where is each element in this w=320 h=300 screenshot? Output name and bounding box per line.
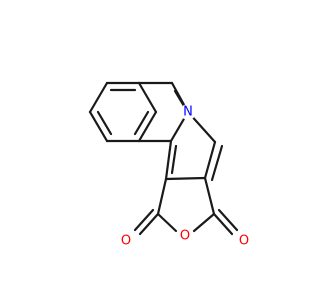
atom-ring-oxygen: O <box>176 227 194 245</box>
bond-anh-3 <box>192 212 216 233</box>
double-bond-benzo-lower-left <box>96 110 113 136</box>
carbonyl-oxygen-left-label: O <box>121 234 131 249</box>
double-bond-pyr <box>173 89 186 108</box>
carbonyl-bond-right-2 <box>217 208 239 232</box>
benzo-ring <box>88 81 158 143</box>
bond-benzo-5 <box>88 110 109 143</box>
bond-anh-2 <box>156 212 178 233</box>
pyridine-ring <box>137 81 190 143</box>
bond-benzo-3 <box>137 110 158 143</box>
ring-oxygen-label: O <box>180 229 190 244</box>
bond-benzo-6 <box>88 81 109 114</box>
anhydride-ring <box>133 176 239 236</box>
pyrrole-ring <box>164 110 224 182</box>
bond-benzo-2 <box>137 81 158 114</box>
carbonyl-bond-left-2 <box>133 208 155 232</box>
atom-carbonyl-oxygen-left: O <box>117 232 135 250</box>
bond-anh-4 <box>203 176 216 216</box>
atom-nitrogen: N <box>180 104 196 120</box>
carbonyl-bond-right-1 <box>212 212 234 236</box>
carbonyl-oxygen-right-label: O <box>239 234 249 249</box>
bond-pyrrole-2 <box>203 140 217 180</box>
molecule-structure: N O O O <box>88 81 253 250</box>
bond-anh-1 <box>156 177 168 216</box>
bond-pyrrole-3 <box>164 176 207 181</box>
atom-carbonyl-oxygen-right: O <box>235 232 253 250</box>
nitrogen-label: N <box>183 105 193 120</box>
double-bond-benzo-right <box>133 110 150 136</box>
bond-pyrrole-4 <box>164 139 173 181</box>
double-bond-pyrrole-left <box>170 144 178 175</box>
carbonyl-bond-left-1 <box>138 212 160 236</box>
double-bond-pyrrole-right <box>210 144 224 182</box>
